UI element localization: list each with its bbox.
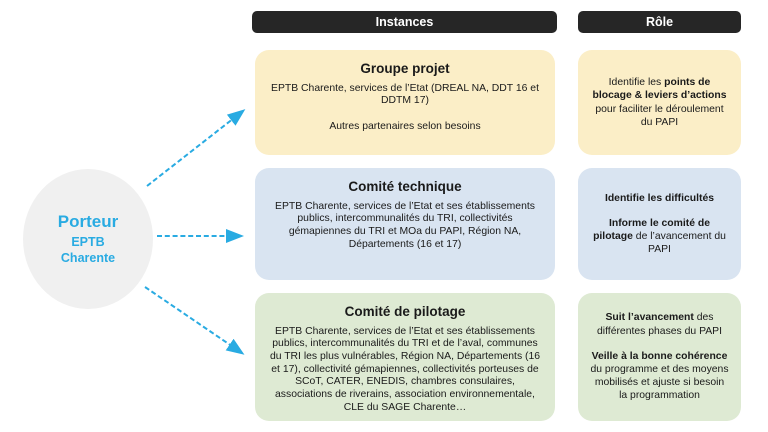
arrow-to-comite-de-pilotage-icon [144, 286, 245, 355]
instance-title-comite-de-pilotage: Comité de pilotage [344, 304, 466, 319]
arrow-to-groupe-projet-icon [146, 109, 246, 187]
porteur-org-name: Charente [60, 251, 116, 266]
instance-body-comite-de-pilotage: EPTB Charente, services de l’Etat et ses… [269, 325, 541, 413]
role-box-groupe-projet: Identifie les points de blocage & levier… [578, 50, 741, 155]
porteur-org: EPTB [71, 235, 105, 250]
header-role: Rôle [578, 11, 741, 33]
instance-box-groupe-projet: Groupe projet EPTB Charente, services de… [255, 50, 555, 155]
instance-body-groupe-projet: EPTB Charente, services de l’Etat (DREAL… [271, 82, 539, 132]
instance-title-groupe-projet: Groupe projet [360, 61, 450, 76]
header-instances: Instances [252, 11, 557, 33]
instance-box-comite-de-pilotage: Comité de pilotage EPTB Charente, servic… [255, 293, 555, 421]
instance-body-comite-technique: EPTB Charente, services de l’Etat et ses… [275, 200, 535, 250]
instance-title-comite-technique: Comité technique [348, 179, 462, 194]
role-body-comite-de-pilotage: Suit l’avancement des différentes phases… [590, 312, 729, 402]
role-body-groupe-projet: Identifie les points de blocage & levier… [592, 77, 727, 128]
role-box-comite-de-pilotage: Suit l’avancement des différentes phases… [578, 293, 741, 421]
porteur-title: Porteur [57, 212, 119, 232]
porteur-circle: Porteur EPTB Charente [23, 169, 153, 309]
instance-box-comite-technique: Comité technique EPTB Charente, services… [255, 168, 555, 280]
